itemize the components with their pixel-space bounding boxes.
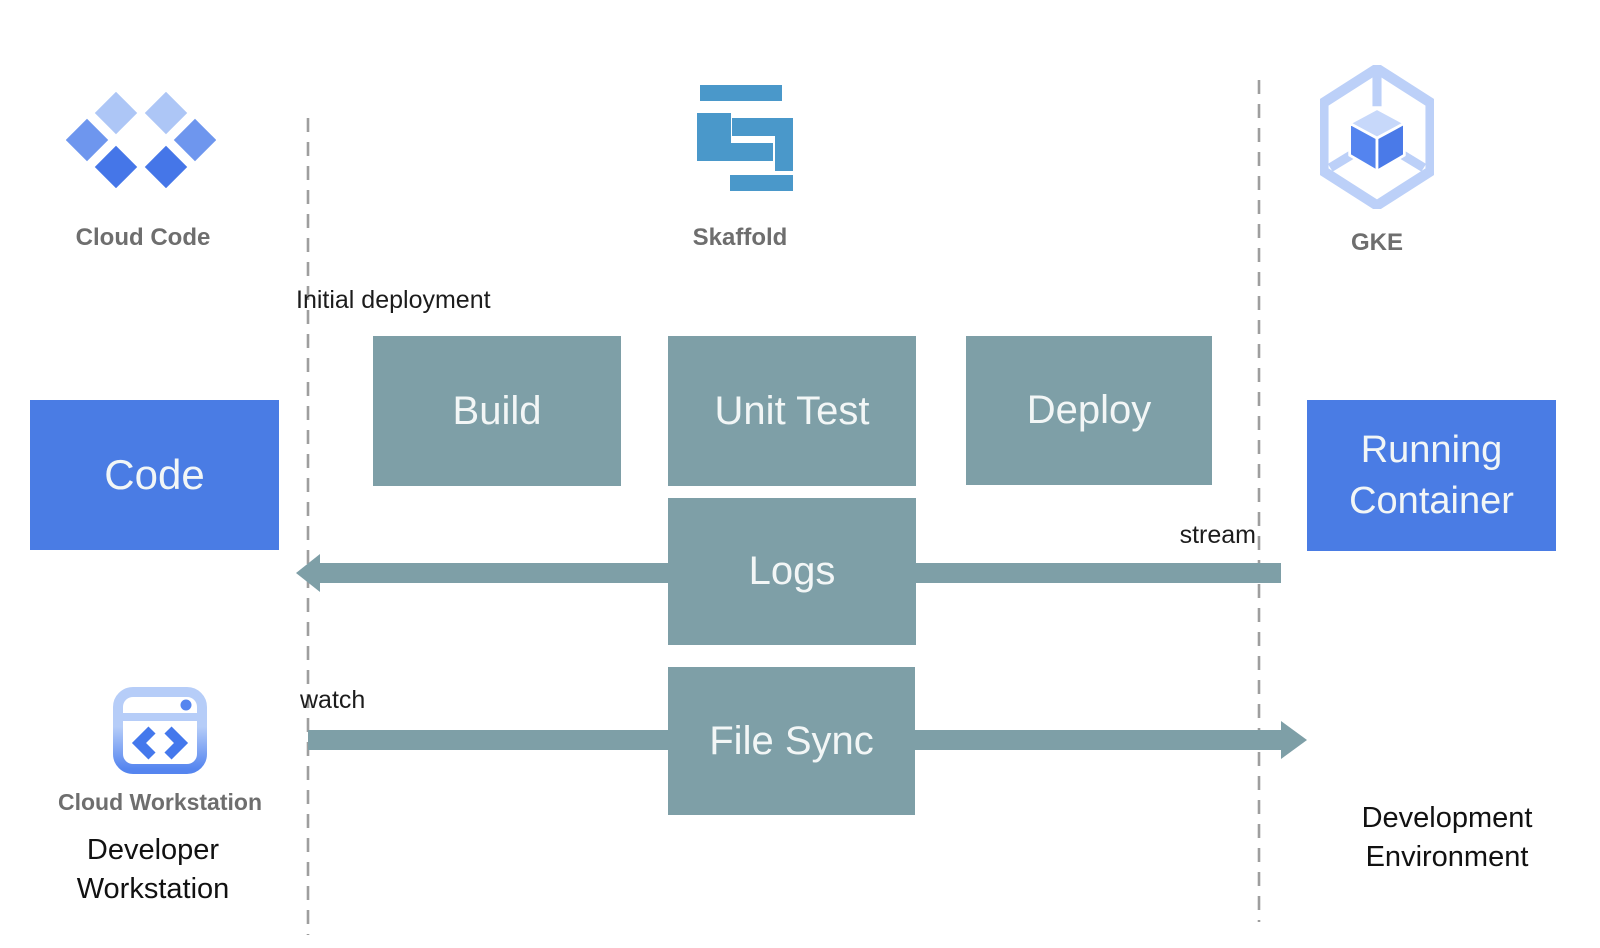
watch-label: watch <box>300 686 366 714</box>
running-container-node: Running Container <box>1307 400 1556 551</box>
development-environment-label: Development Environment <box>1361 802 1533 873</box>
logs-node-label: Logs <box>748 549 836 593</box>
build-node: Build <box>373 336 621 486</box>
file-sync-node: File Sync <box>668 667 915 815</box>
code-node-label: Code <box>104 451 205 498</box>
developer-workstation-label: Developer Workstation <box>76 834 230 905</box>
cloud-code-icon <box>66 92 216 188</box>
cloud-workstation-label: Cloud Workstation <box>57 789 262 815</box>
build-node-label: Build <box>452 388 542 433</box>
skaffold-icon <box>697 85 793 191</box>
unit-test-node-label: Unit Test <box>714 388 870 433</box>
deploy-node-label: Deploy <box>1026 388 1152 432</box>
file-sync-node-label: File Sync <box>709 718 874 763</box>
logs-node: Logs <box>668 498 916 645</box>
deploy-node: Deploy <box>966 336 1212 485</box>
unit-test-node: Unit Test <box>668 336 916 486</box>
cloud-workstation-icon <box>113 687 207 774</box>
cloud-code-label: Cloud Code <box>75 224 211 251</box>
stream-label: stream <box>1179 521 1256 549</box>
code-node: Code <box>30 400 279 550</box>
running-container-node-label: Running Container <box>1349 429 1514 522</box>
gke-icon <box>1320 65 1434 209</box>
initial-deployment-label: Initial deployment <box>296 286 491 314</box>
skaffold-label: Skaffold <box>692 224 788 251</box>
gke-label: GKE <box>1350 229 1403 256</box>
